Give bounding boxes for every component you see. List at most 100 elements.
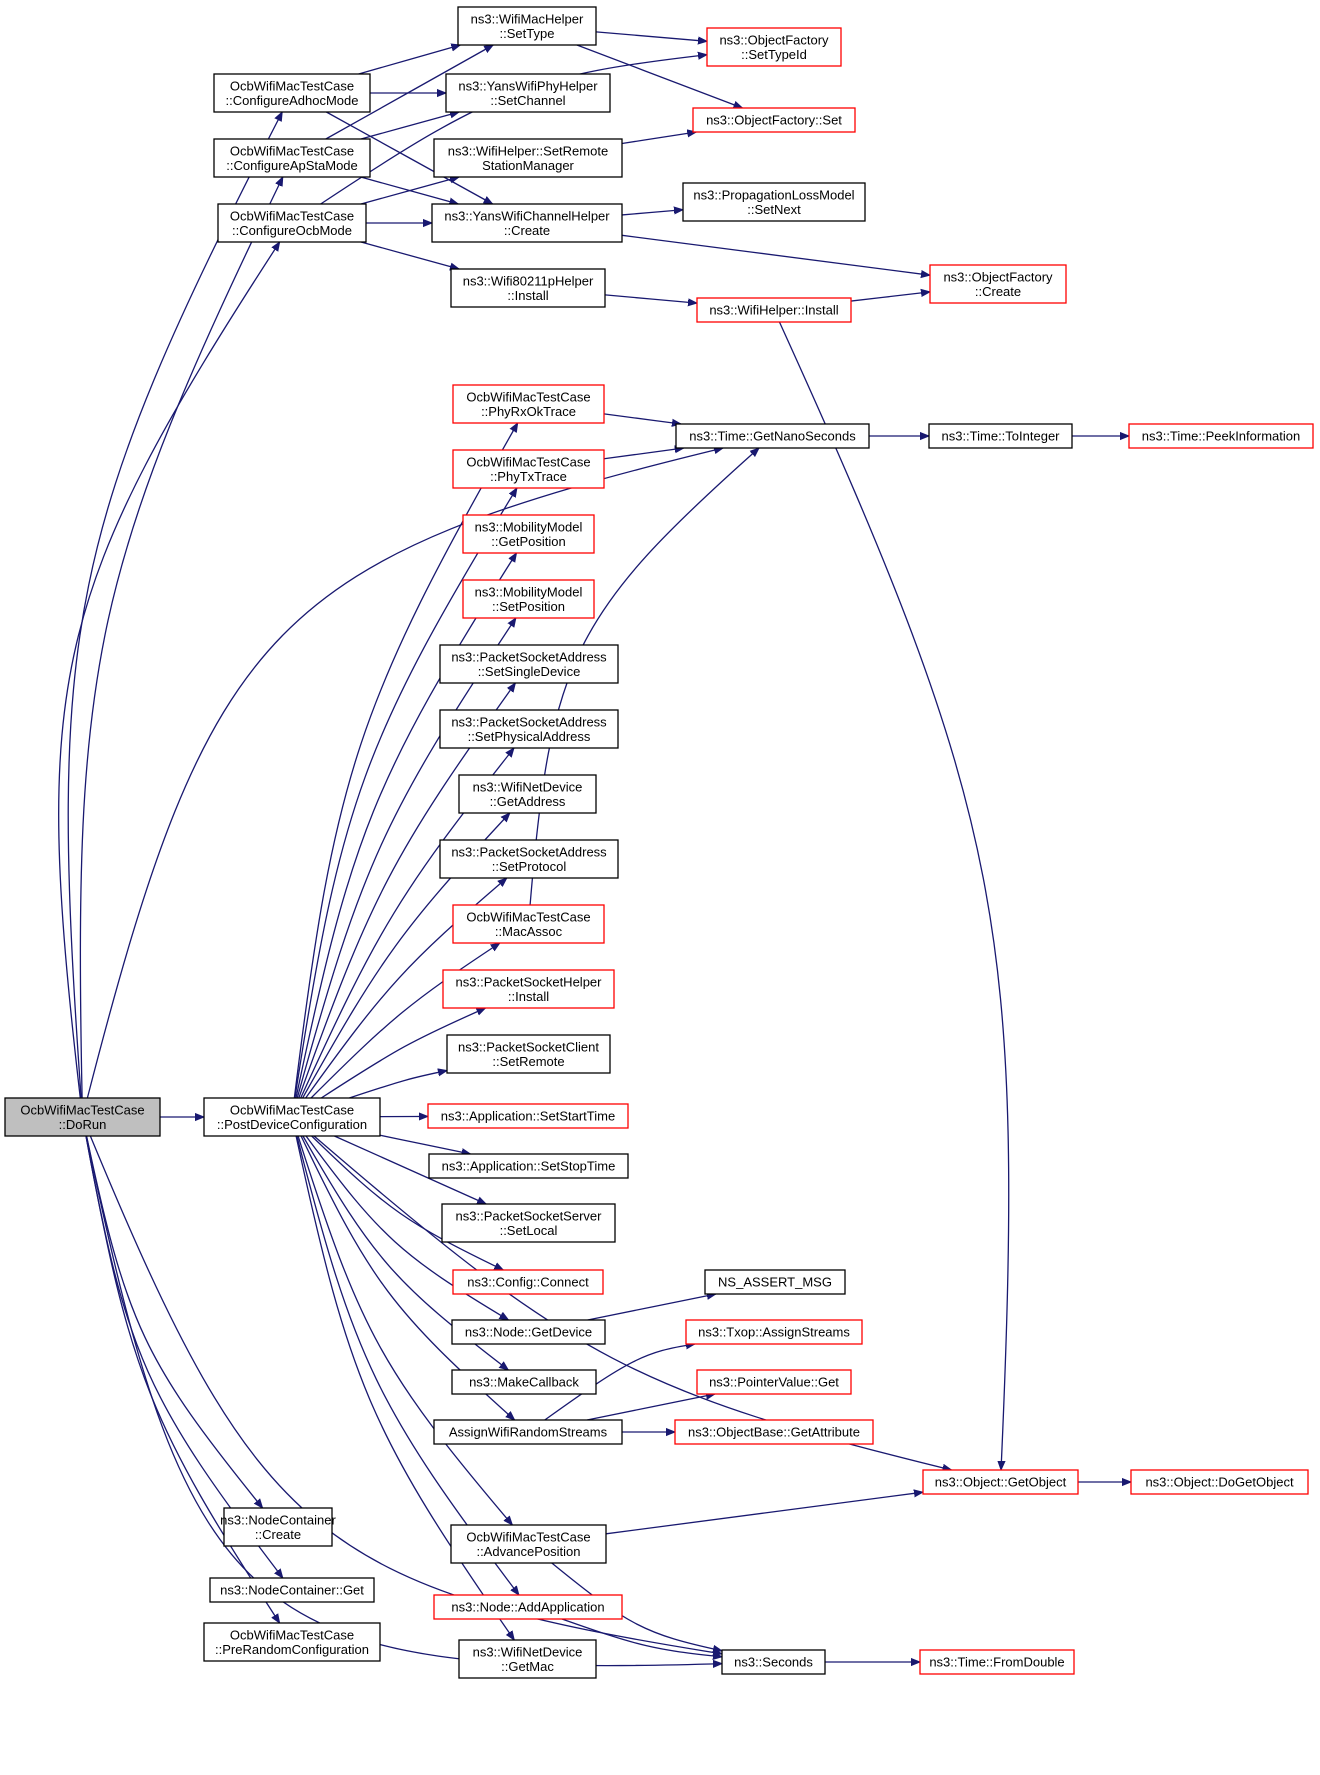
node-mmgetpos[interactable]: ns3::MobilityModel::GetPosition [462, 514, 595, 554]
node-assignrand[interactable]: AssignWifiRandomStreams [433, 1419, 623, 1445]
node-label: ns3::Time::FromDouble [929, 1655, 1064, 1670]
node-box [462, 579, 595, 619]
node-box [213, 73, 371, 113]
node-appstart[interactable]: ns3::Application::SetStartTime [427, 1103, 629, 1129]
node-box [4, 1097, 161, 1137]
node-ofset[interactable]: ns3::ObjectFactory::Set [692, 107, 856, 133]
node-peekinfo[interactable]: ns3::Time::PeekInformation [1128, 423, 1314, 449]
edge-phyrxok-to-getnano [603, 413, 681, 424]
node-ywphsetch[interactable]: ns3::YansWifiPhyHelper::SetChannel [445, 73, 611, 113]
node-box [441, 1203, 616, 1243]
node-box [692, 107, 856, 133]
node-nsassert[interactable]: NS_ASSERT_MSG [704, 1269, 846, 1295]
edge-assignrand-to-pvget [586, 1394, 715, 1421]
node-box [439, 644, 619, 684]
node-appstop[interactable]: ns3::Application::SetStopTime [428, 1153, 629, 1179]
node-txopassign[interactable]: ns3::Txop::AssignStreams [685, 1319, 863, 1345]
node-box [433, 138, 623, 178]
node-nccreate[interactable]: ns3::NodeContainer::Create [220, 1507, 336, 1547]
node-label: ::MacAssoc [495, 924, 563, 939]
node-box [696, 297, 852, 323]
node-wmhsettype[interactable]: ns3::WifiMacHelper::SetType [457, 6, 597, 46]
node-label: ns3::WifiMacHelper [471, 11, 584, 26]
node-phytx[interactable]: OcbWifiMacTestCase::PhyTxTrace [452, 449, 605, 489]
node-pshinstall[interactable]: ns3::PacketSocketHelper::Install [442, 969, 615, 1009]
node-seconds[interactable]: ns3::Seconds [721, 1649, 826, 1675]
node-macassoc[interactable]: OcbWifiMacTestCase::MacAssoc [452, 904, 605, 944]
node-tointeger[interactable]: ns3::Time::ToInteger [928, 423, 1073, 449]
node-box [682, 182, 866, 222]
node-phyrxok[interactable]: OcbWifiMacTestCase::PhyRxOkTrace [452, 384, 605, 424]
node-pvget[interactable]: ns3::PointerValue::Get [696, 1369, 852, 1395]
node-box [452, 1269, 604, 1295]
node-label: ::PhyRxOkTrace [481, 404, 576, 419]
node-box [445, 73, 611, 113]
node-label: OcbWifiMacTestCase [230, 143, 354, 158]
node-label: ::DoRun [59, 1117, 107, 1132]
node-cfgconnect[interactable]: ns3::Config::Connect [452, 1269, 604, 1295]
node-prerandom[interactable]: OcbWifiMacTestCase::PreRandomConfigurati… [203, 1622, 381, 1662]
node-label: OcbWifiMacTestCase [230, 208, 354, 223]
node-psssetlocal[interactable]: ns3::PacketSocketServer::SetLocal [441, 1203, 616, 1243]
node-label: NS_ASSERT_MSG [718, 1275, 832, 1290]
node-makecb[interactable]: ns3::MakeCallback [451, 1369, 597, 1395]
edge-cfgapsta-to-wmhsettype [325, 45, 493, 140]
node-objgetobj[interactable]: ns3::Object::GetObject [922, 1469, 1079, 1495]
node-box [451, 1369, 597, 1395]
node-ofcreate[interactable]: ns3::ObjectFactory::Create [929, 264, 1067, 304]
node-label: ns3::Time::ToInteger [941, 429, 1060, 444]
node-postdev[interactable]: OcbWifiMacTestCase::PostDeviceConfigurat… [203, 1097, 381, 1137]
node-box [433, 1419, 623, 1445]
node-box [1128, 423, 1314, 449]
node-label: ::SetPosition [492, 599, 565, 614]
edge-postdev-to-phytx [294, 488, 517, 1099]
edge-postdev-to-pshinstall [320, 1007, 485, 1099]
node-label: OcbWifiMacTestCase [230, 78, 354, 93]
edge-postdev-to-mmsetpos [296, 618, 516, 1099]
node-nodeaddapp[interactable]: ns3::Node::AddApplication [433, 1594, 623, 1620]
node-psaphys[interactable]: ns3::PacketSocketAddress::SetPhysicalAdd… [439, 709, 619, 749]
node-label: ns3::WifiHelper::Install [709, 303, 838, 318]
node-fromdouble[interactable]: ns3::Time::FromDouble [919, 1649, 1075, 1675]
node-w80211install[interactable]: ns3::Wifi80211pHelper::Install [450, 268, 606, 308]
node-wndgetmac[interactable]: ns3::WifiNetDevice::GetMac [458, 1639, 597, 1679]
node-whinstall[interactable]: ns3::WifiHelper::Install [696, 297, 852, 323]
node-box [452, 384, 605, 424]
node-label: ::ConfigureOcbMode [232, 223, 352, 238]
node-advpos[interactable]: OcbWifiMacTestCase::AdvancePosition [450, 1524, 607, 1564]
node-box [685, 1319, 863, 1345]
node-obgetattr[interactable]: ns3::ObjectBase::GetAttribute [674, 1419, 874, 1445]
node-dorun[interactable]: OcbWifiMacTestCase::DoRun [4, 1097, 161, 1137]
edge-postdev-to-pscsetremote [349, 1071, 447, 1099]
node-psasingle[interactable]: ns3::PacketSocketAddress::SetSingleDevic… [439, 644, 619, 684]
edge-ywchcreate-to-ofcreate [621, 234, 930, 275]
node-plmsetnext[interactable]: ns3::PropagationLossModel::SetNext [682, 182, 866, 222]
node-nodegetdev[interactable]: ns3::Node::GetDevice [451, 1319, 606, 1345]
node-getnano[interactable]: ns3::Time::GetNanoSeconds [675, 423, 870, 449]
node-box [450, 1524, 607, 1564]
node-mmsetpos[interactable]: ns3::MobilityModel::SetPosition [462, 579, 595, 619]
node-ncget[interactable]: ns3::NodeContainer::Get [209, 1577, 375, 1603]
edge-nodeaddapp-to-seconds [561, 1618, 722, 1657]
node-ywchcreate[interactable]: ns3::YansWifiChannelHelper::Create [431, 203, 623, 243]
node-psaproto[interactable]: ns3::PacketSocketAddress::SetProtocol [439, 839, 619, 879]
node-cfgadhoc[interactable]: OcbWifiMacTestCase::ConfigureAdhocMode [213, 73, 371, 113]
node-ofsettypeid[interactable]: ns3::ObjectFactory::SetTypeId [706, 27, 842, 67]
node-label: ns3::Node::AddApplication [451, 1600, 604, 1615]
node-label: ns3::PointerValue::Get [709, 1375, 839, 1390]
node-box [203, 1622, 381, 1662]
edge-w80211install-to-whinstall [604, 294, 697, 303]
node-box [1130, 1469, 1309, 1495]
node-cfgocb[interactable]: OcbWifiMacTestCase::ConfigureOcbMode [217, 203, 367, 243]
node-label: ns3::PacketSocketServer [456, 1208, 603, 1223]
edge-advpos-to-objgetobj [605, 1492, 923, 1535]
node-cfgapsta[interactable]: OcbWifiMacTestCase::ConfigureApStaMode [213, 138, 371, 178]
node-objdoget[interactable]: ns3::Object::DoGetObject [1130, 1469, 1309, 1495]
node-wndgetaddr[interactable]: ns3::WifiNetDevice::GetAddress [458, 774, 597, 814]
node-pscsetremote[interactable]: ns3::PacketSocketClient::SetRemote [446, 1034, 611, 1074]
node-label: ::SetSingleDevice [478, 664, 581, 679]
node-box [721, 1649, 826, 1675]
edge-nodegetdev-to-nsassert [587, 1294, 716, 1321]
